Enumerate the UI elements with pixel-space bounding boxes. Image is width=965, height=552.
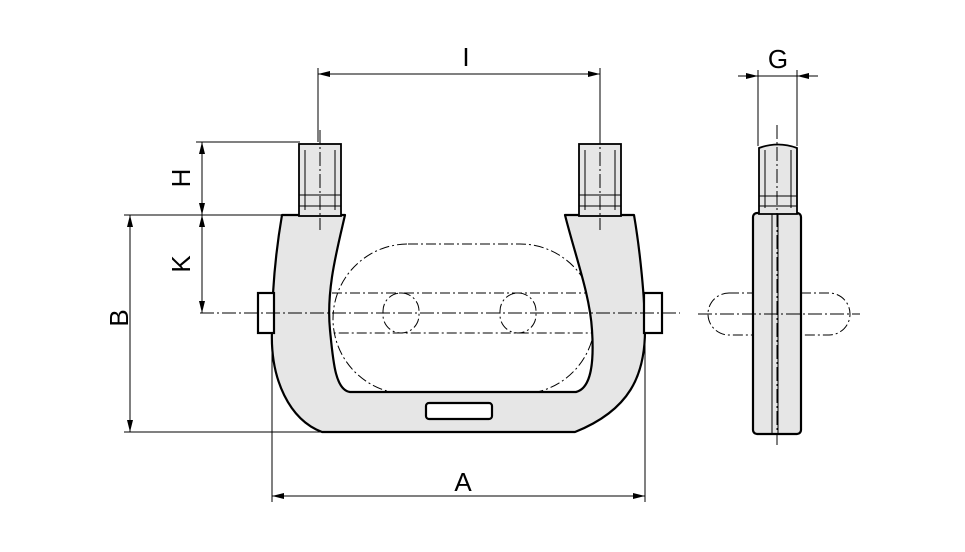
dim-label-A: A — [454, 467, 472, 497]
shackle-front-view — [200, 130, 680, 434]
dim-label-K: K — [166, 255, 196, 273]
dimension-H: H — [166, 141, 300, 216]
dim-label-H: H — [166, 169, 196, 188]
dimension-K: K — [166, 215, 205, 313]
dim-label-I: I — [462, 42, 469, 72]
dimension-I: I — [317, 42, 601, 142]
dim-label-B: B — [104, 309, 134, 326]
dim-label-G: G — [768, 44, 788, 74]
shackle-body — [270, 213, 647, 434]
marking-slot — [424, 401, 494, 421]
shackle-side-view — [698, 125, 860, 445]
dimension-A: A — [271, 334, 646, 502]
side-stud — [758, 143, 798, 215]
dimension-B: B — [104, 214, 322, 433]
dimension-G: G — [738, 44, 818, 146]
